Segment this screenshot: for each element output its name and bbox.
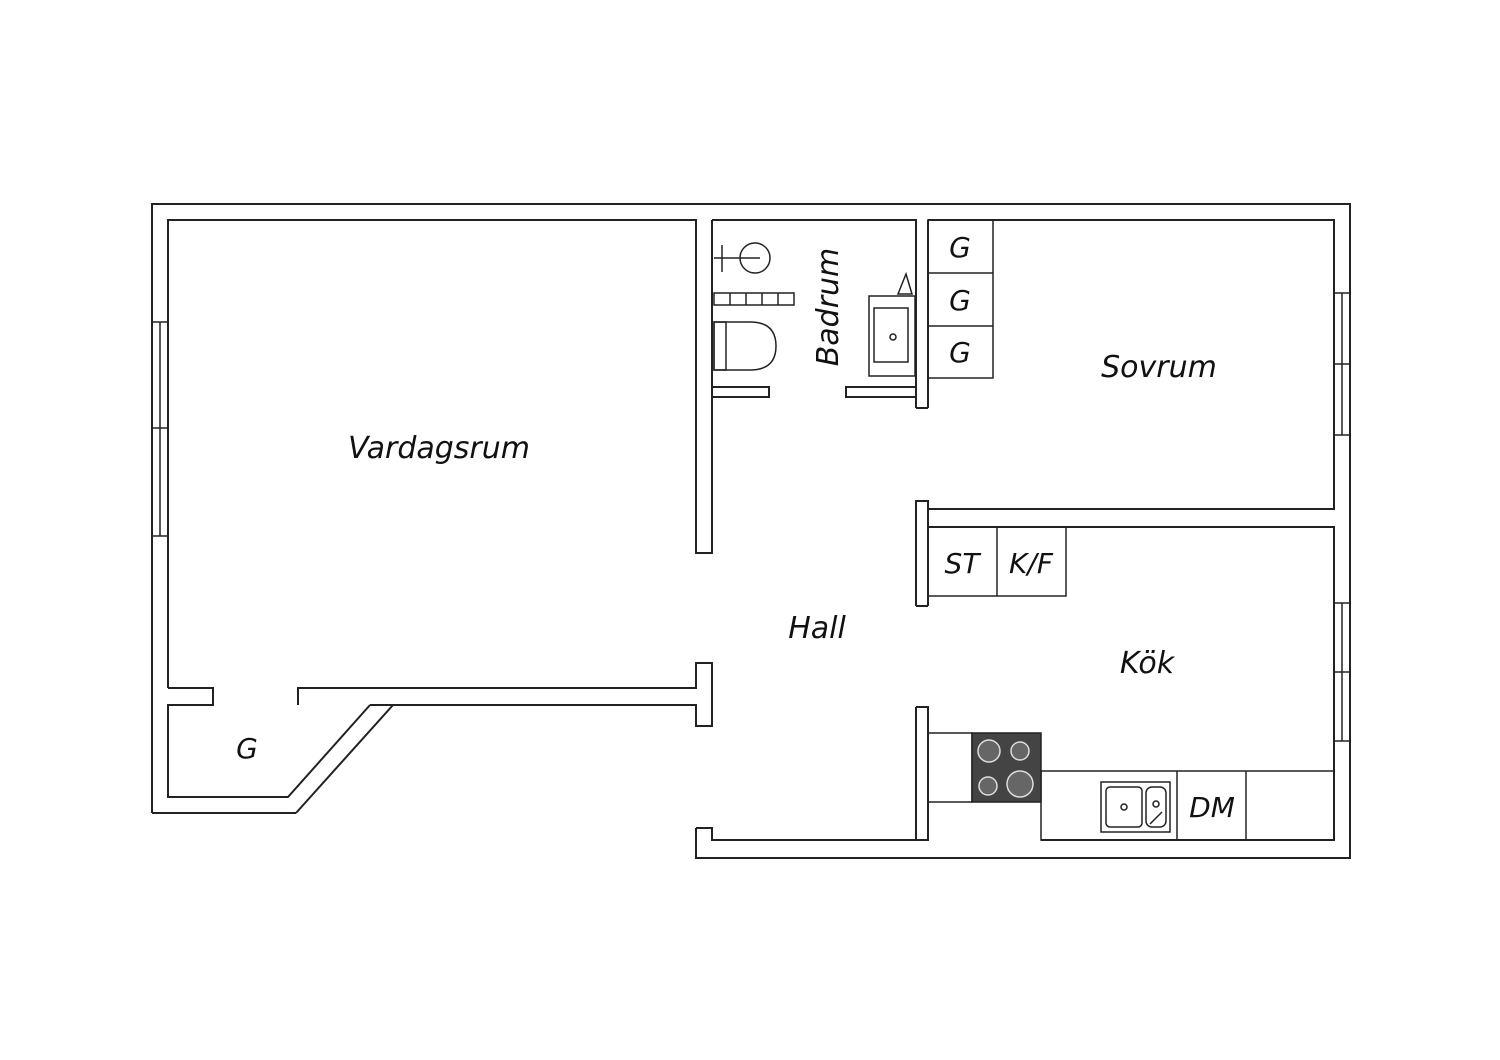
kitchen-counter: [927, 732, 1335, 841]
kitchen-unit-dm-label: DM: [1189, 791, 1235, 824]
kitchen-st-kf-units: [927, 526, 1067, 597]
closet-label-g: G: [949, 284, 971, 317]
stove-icon: [971, 732, 1042, 803]
closet-label-g: G: [949, 336, 971, 369]
shower-icon: [714, 242, 771, 274]
bedroom-wardrobes: [927, 219, 994, 379]
room-label-kitchen: Kök: [1120, 646, 1176, 681]
window-left: [151, 321, 169, 537]
kitchen-unit-kf-label: K/F: [1009, 547, 1054, 580]
outer-walls: [151, 203, 1351, 859]
toilet-icon: [713, 321, 777, 371]
room-label-bath: Badrum: [811, 248, 846, 367]
room-label-living: Vardagsrum: [348, 431, 530, 466]
closet-label-g: G: [236, 732, 258, 765]
sink-icon: [868, 271, 916, 377]
kitchen-sink-icon: [1100, 781, 1171, 833]
living-room-walls: [167, 219, 713, 798]
room-label-hall: Hall: [788, 611, 846, 646]
kitchen-unit-st-label: ST: [945, 547, 982, 580]
window-kitchen: [1333, 602, 1351, 742]
closet-label-g: G: [949, 231, 971, 264]
towel-rail-icon: [713, 292, 795, 306]
window-bedroom: [1333, 292, 1351, 436]
room-label-bed: Sovrum: [1101, 350, 1217, 385]
